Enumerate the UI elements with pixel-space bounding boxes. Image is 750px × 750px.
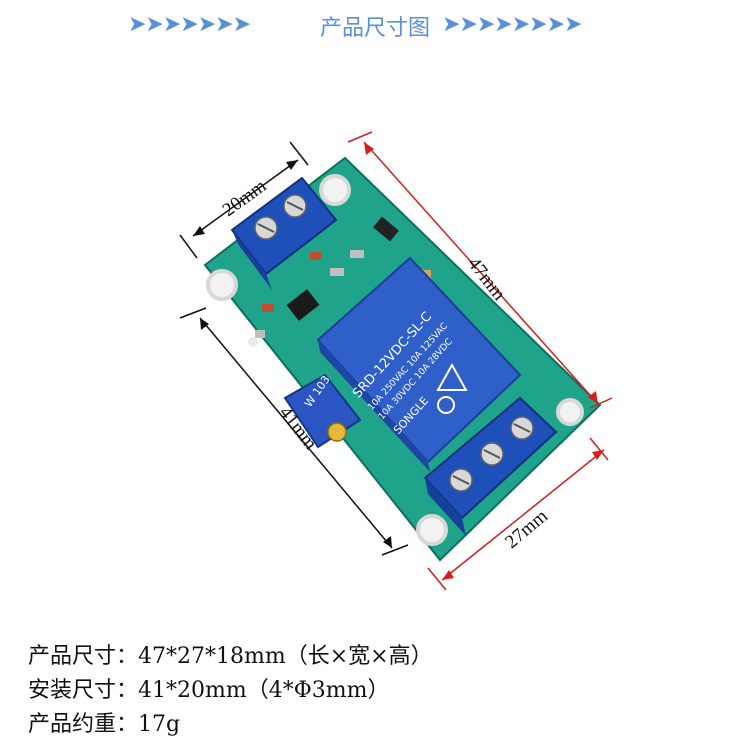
input-terminal	[230, 176, 338, 290]
spec-value: 17g	[138, 712, 181, 737]
arrow-decoration-left: ➤➤➤➤➤➤➤	[128, 12, 251, 37]
spec-label: 产品约重：	[28, 712, 139, 737]
spec-label: 安装尺寸：	[28, 678, 139, 703]
product-photo: W 103 SRD-12VDC-SL-C 10A 250VAC 10A 125V…	[179, 131, 613, 591]
spec-value: 41*20mm（4*Φ3mm）	[138, 678, 390, 703]
spec-row-mount: 安装尺寸：41*20mm（4*Φ3mm）	[28, 674, 728, 708]
relay: SRD-12VDC-SL-C 10A 250VAC 10A 125VAC 10A…	[316, 256, 522, 472]
spec-list: 产品尺寸：47*27*18mm（长×宽×高） 安装尺寸：41*20mm（4*Φ3…	[28, 640, 728, 742]
output-terminal	[423, 396, 558, 536]
potentiometer: W 103	[283, 373, 362, 449]
mount-hole-icon	[556, 398, 584, 426]
mount-hole-icon	[416, 514, 448, 546]
spec-row-size: 产品尺寸：47*27*18mm（长×宽×高）	[28, 640, 728, 674]
spec-label: 产品尺寸：	[28, 644, 139, 669]
spec-row-weight: 产品约重：17g	[28, 708, 728, 742]
mount-hole-icon	[319, 174, 351, 206]
header-title: 产品尺寸图	[319, 16, 430, 41]
warning-triangle-icon	[436, 362, 468, 391]
cqc-mark-icon	[437, 396, 455, 414]
mount-hole-icon	[206, 269, 238, 301]
arrow-decoration-right: ➤➤➤➤➤➤➤➤	[442, 12, 582, 37]
adjust-screw-icon	[327, 422, 347, 442]
page-header: ➤➤➤➤➤➤➤ 产品尺寸图 ➤➤➤➤➤➤➤➤	[0, 8, 750, 44]
spec-value: 47*27*18mm（长×宽×高）	[138, 644, 433, 669]
